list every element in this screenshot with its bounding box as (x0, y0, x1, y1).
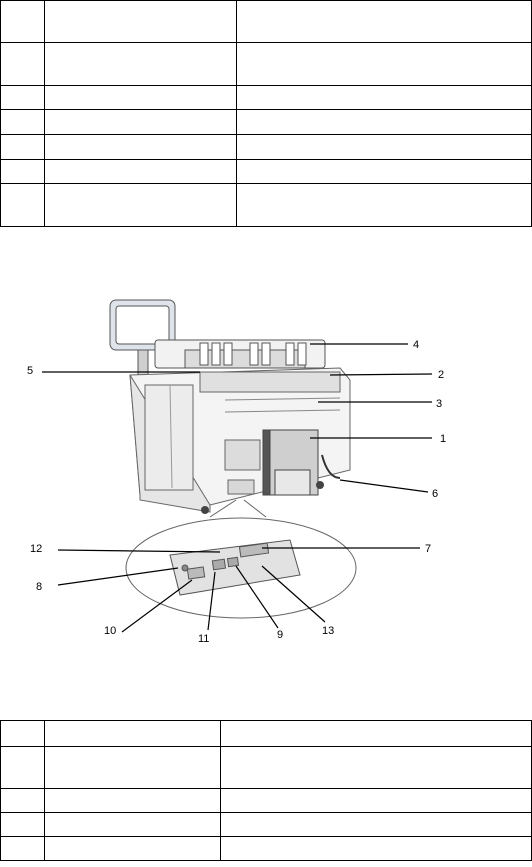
table-row (0, 134, 532, 160)
control-panel (109, 299, 176, 376)
callout-7: 7 (425, 543, 431, 555)
callout-9: 9 (277, 629, 283, 641)
callout-8: 8 (36, 581, 42, 593)
callout-12: 12 (30, 543, 42, 555)
table-row (0, 85, 532, 110)
callout-10: 10 (104, 625, 116, 637)
connector-panel (169, 539, 301, 596)
table-row (0, 159, 532, 184)
callout-11: 11 (198, 633, 209, 645)
bottom-table (0, 720, 532, 861)
table-row (0, 0, 532, 43)
power-cable (321, 454, 341, 479)
callout-4: 4 (413, 339, 419, 351)
leader-lines (42, 343, 433, 633)
callout-6: 6 (432, 488, 438, 500)
table-row (0, 42, 532, 86)
callout-2: 2 (438, 369, 444, 381)
table-row (0, 812, 532, 837)
table-row (0, 109, 532, 135)
table-row (0, 746, 532, 789)
callout-1: 1 (440, 433, 446, 445)
table-row (0, 788, 532, 813)
table-row (0, 720, 532, 747)
callout-5: 5 (27, 365, 33, 377)
table-row (0, 183, 532, 227)
top-table (0, 0, 532, 227)
printer-rear-view-figure: 4 5 2 3 1 6 12 7 8 10 11 9 13 (27, 299, 446, 645)
wheels (201, 481, 324, 514)
controller-box (262, 429, 319, 496)
callout-13: 13 (322, 625, 334, 637)
table-row (0, 836, 532, 861)
callout-3: 3 (436, 398, 442, 410)
connector-detail-ellipse (125, 517, 357, 619)
scanner-unit (154, 339, 326, 369)
